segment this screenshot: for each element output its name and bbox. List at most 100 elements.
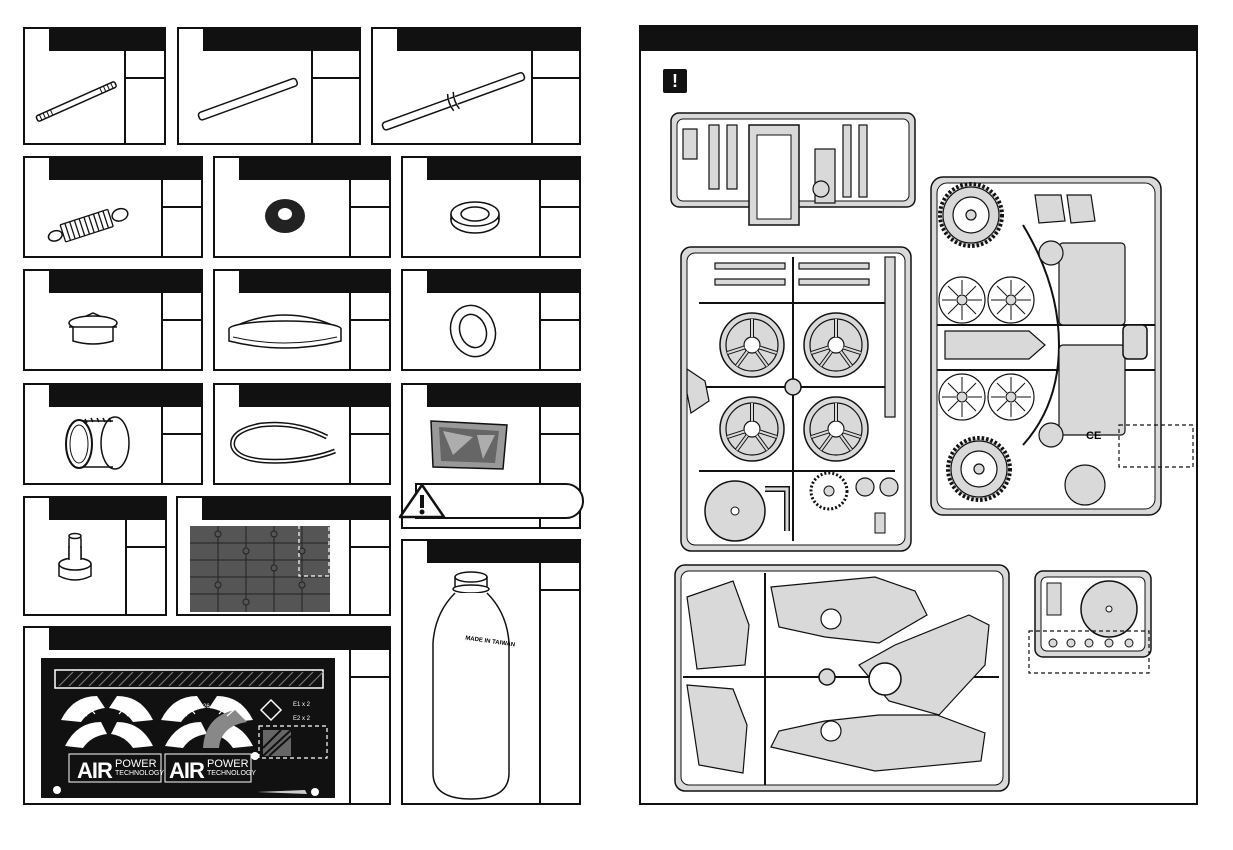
quantity-column: [349, 520, 389, 614]
part-panel-bearing-cap: [401, 156, 581, 258]
quantity-value: [163, 319, 201, 321]
sticker-sheet-illustration: AIR POWER TECHNOLOGY AIR POWER TECHNOLOG…: [25, 650, 351, 803]
panel-header: [403, 541, 579, 563]
sprue-frame-a: [670, 112, 916, 226]
part-number-box: [178, 498, 204, 520]
quantity-value: [541, 433, 579, 435]
part-number-box: [215, 271, 241, 293]
quantity-value: [533, 77, 579, 79]
part-panel-knob: [23, 496, 167, 616]
threaded-rod-illustration: [25, 51, 125, 143]
rubber-ring-illustration: [215, 180, 353, 256]
washer-illustration: [403, 293, 541, 369]
quantity-column: [311, 51, 359, 143]
part-panel-tire: [23, 383, 203, 485]
quantity-value: [163, 206, 201, 208]
quantity-value: [351, 206, 389, 208]
caution-icon: !: [663, 69, 687, 93]
quantity-column: [539, 407, 579, 527]
part-panel-axle-long: [371, 27, 581, 145]
quantity-column: [539, 563, 579, 803]
panel-header: [215, 385, 389, 407]
part-number-box: [25, 628, 51, 650]
quantity-column: [539, 180, 579, 256]
part-panel-valve-plug: [23, 269, 203, 371]
sticker-label-e2x2: E2 x 2: [293, 716, 311, 722]
part-number-box: [373, 29, 399, 51]
quantity-column: [349, 180, 389, 256]
part-number-box: [25, 29, 51, 51]
panel-header: [25, 158, 201, 180]
part-number-box: [25, 158, 51, 180]
sticker-brand-tech-1: TECHNOLOGY: [115, 770, 165, 777]
part-panel-sticker-sheet: AIR POWER TECHNOLOGY AIR POWER TECHNOLOG…: [23, 626, 391, 805]
quantity-column: [349, 407, 389, 483]
cone-cap-illustration: [215, 293, 353, 369]
panel-header: [403, 271, 579, 293]
panel-header: [25, 498, 165, 520]
bottle-illustration: MADE IN TAIWAN: [403, 563, 541, 803]
ce-mark: CE: [1086, 430, 1101, 442]
part-number-box: [25, 498, 51, 520]
part-number-box: [215, 158, 241, 180]
part-panel-spring: [23, 156, 203, 258]
panel-header: [25, 29, 164, 51]
panel-header: [215, 158, 389, 180]
part-number-box: [403, 158, 429, 180]
part-panel-rubber-ring: [213, 156, 391, 258]
quantity-value: [541, 589, 579, 591]
right-page-header: [641, 27, 1196, 51]
part-number-box: [215, 385, 241, 407]
panel-header: [179, 29, 359, 51]
part-panel-bottle: MADE IN TAIWAN: [401, 539, 581, 805]
sprue-frame-d: [674, 564, 1010, 792]
tire-illustration: [25, 407, 163, 483]
quantity-column: [161, 407, 201, 483]
panel-header: [25, 628, 389, 650]
sprue-frame-e: [1028, 570, 1152, 674]
panel-header: [215, 271, 389, 293]
axle-rod-illustration: [179, 51, 315, 143]
part-panel-threaded-rod: [23, 27, 166, 145]
quantity-value: [541, 319, 579, 321]
quantity-value: [351, 546, 389, 548]
lubricant-packet-illustration: [403, 407, 541, 487]
quantity-column: [124, 51, 164, 143]
part-number-box: [403, 541, 429, 563]
part-number-box: [25, 385, 51, 407]
foam-pads-illustration: [178, 520, 351, 614]
quantity-value: [351, 433, 389, 435]
parts-sprue-page: !: [639, 25, 1198, 805]
long-axle-illustration: [373, 51, 535, 143]
quantity-value: [351, 319, 389, 321]
panel-header: [178, 498, 389, 520]
warning-callout: [398, 483, 586, 519]
valve-plug-illustration: [25, 293, 163, 369]
quantity-column: [125, 520, 165, 614]
part-number-box: [403, 385, 429, 407]
sticker-brand-tech-2: TECHNOLOGY: [207, 770, 257, 777]
sticker-brand-air-2: AIR: [169, 758, 205, 783]
part-panel-foam-pads: [176, 496, 391, 616]
quantity-value: [163, 433, 201, 435]
part-panel-tubing: [213, 383, 391, 485]
valve-knob-illustration: [25, 520, 129, 614]
part-number-box: [25, 271, 51, 293]
sticker-brand-power-2: POWER: [207, 758, 249, 770]
panel-header: [25, 271, 201, 293]
quantity-column: [349, 293, 389, 369]
part-panel-washer: [401, 269, 581, 371]
quantity-column: [539, 293, 579, 369]
sprue-frame-b: [680, 246, 912, 552]
quantity-value: [126, 77, 164, 79]
part-panel-axle-medium: [177, 27, 361, 145]
sprue-illustrations: CE: [670, 112, 1194, 792]
quantity-value: [127, 546, 165, 548]
part-number-box: [179, 29, 205, 51]
panel-header: [25, 385, 201, 407]
sticker-brand-power-1: POWER: [115, 758, 157, 770]
quantity-column: [161, 180, 201, 256]
quantity-value: [351, 676, 389, 678]
sticker-label-e1x2: E1 x 2: [293, 702, 311, 708]
quantity-column: [349, 650, 389, 803]
